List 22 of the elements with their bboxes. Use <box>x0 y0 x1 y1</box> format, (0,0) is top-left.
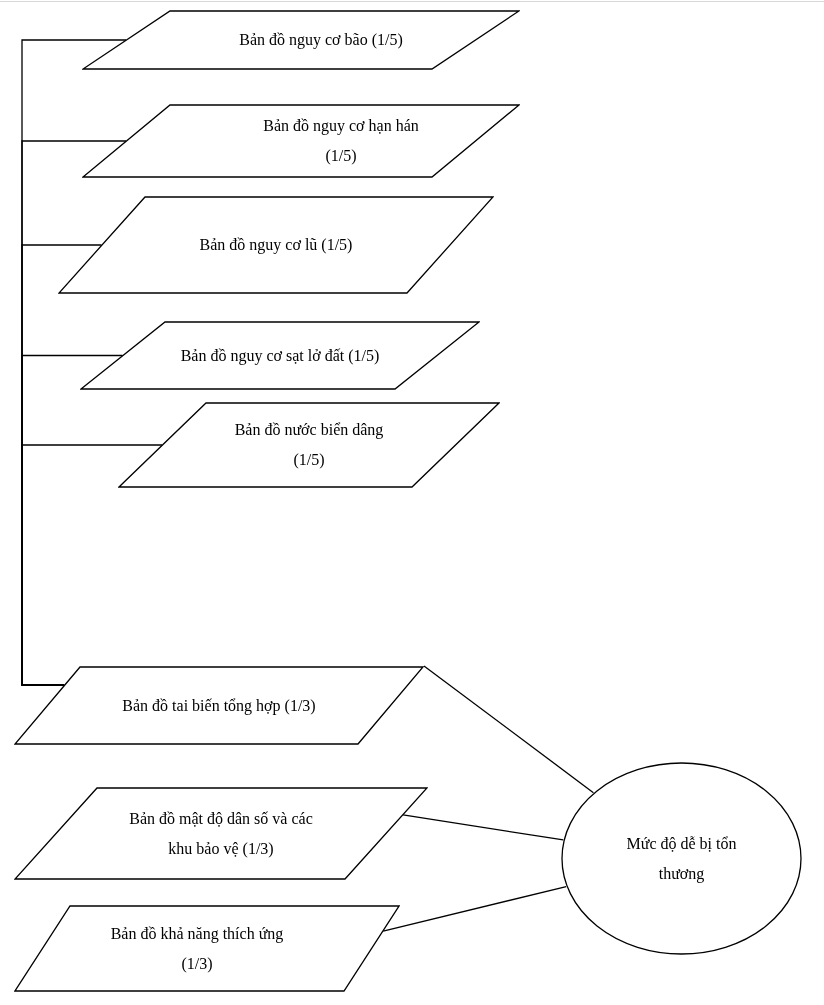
node-label: Bản đồ nguy cơ hạn hán (1/5) <box>262 116 420 166</box>
node-label: Bản đồ nguy cơ lũ (1/5) <box>199 235 353 256</box>
node-label: Bản đồ khả năng thích ứng (1/3) <box>109 923 285 974</box>
connector-line <box>382 885 567 932</box>
parallelogram-node <box>14 787 428 880</box>
node-label: Bản đồ nguy cơ bão (1/5) <box>239 30 403 51</box>
node-label: Bản đồ nguy cơ sạt lở đất (1/5) <box>180 345 380 367</box>
node-label: Mức độ dễ bị tổn thương <box>625 833 738 885</box>
connector-line <box>423 665 595 794</box>
ellipse-node <box>561 762 802 955</box>
node-label: Bản đồ nước biển dâng (1/5) <box>233 420 385 470</box>
parallelogram-node <box>82 10 520 70</box>
node-label: Bản đồ mật độ dân số và các khu bảo vệ (1/3) <box>128 808 314 859</box>
parallelogram-node <box>14 666 424 745</box>
parallelogram-node <box>82 104 520 178</box>
parallelogram-node <box>58 196 494 294</box>
connector-line <box>21 444 163 686</box>
parallelogram-node <box>118 402 500 488</box>
connector-line <box>402 814 564 841</box>
node-label: Bản đồ tai biến tổng hợp (1/3) <box>122 695 316 717</box>
parallelogram-node <box>80 321 480 390</box>
parallelogram-node <box>14 905 400 992</box>
